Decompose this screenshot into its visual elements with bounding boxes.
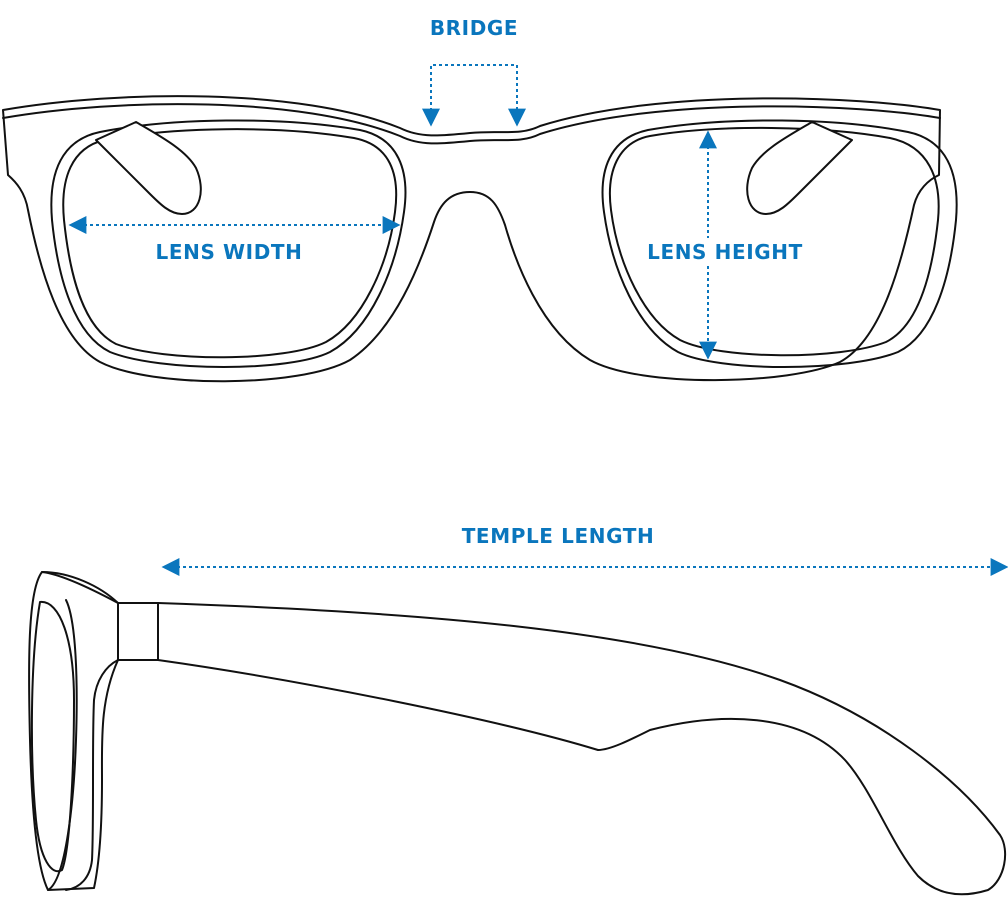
lens-width-label: LENS WIDTH [156, 240, 303, 264]
frame-side-front-curve [65, 659, 119, 891]
lens-height-label: LENS HEIGHT [647, 240, 803, 264]
front-view-glasses [2, 95, 958, 383]
left-nose-pad [95, 121, 202, 215]
temple-length-dimension: TEMPLE LENGTH [161, 524, 1008, 576]
right-lens [608, 126, 940, 357]
frame-side-inner [41, 571, 119, 604]
lens-height-dimension: LENS HEIGHT [645, 130, 807, 360]
left-lens-rim-outer [50, 119, 407, 368]
bridge-bracket [422, 64, 526, 127]
frame-side-edge [47, 599, 78, 891]
frame-top-edge [2, 103, 941, 145]
bridge-dimension: BRIDGE [422, 16, 526, 127]
side-view-glasses [28, 571, 1007, 896]
bridge-label: BRIDGE [430, 16, 518, 40]
lens-width-dimension: LENS WIDTH [68, 216, 401, 264]
frame-outline [2, 95, 941, 383]
hinge-block [117, 602, 159, 661]
temple-length-label: TEMPLE LENGTH [462, 524, 655, 548]
lens-height-label-bg [645, 238, 807, 266]
temple-arm [157, 602, 1007, 896]
left-lens [62, 128, 398, 359]
right-nose-pad [746, 121, 853, 215]
right-lens-rim-outer [601, 119, 958, 368]
lens-side-profile [30, 600, 75, 873]
